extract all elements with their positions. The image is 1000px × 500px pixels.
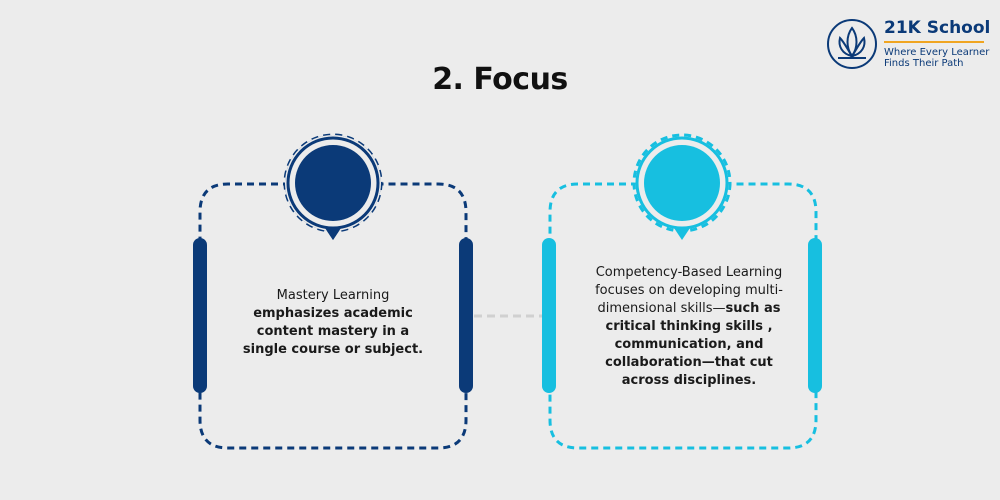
card-right-lead: Competency-Based Learning focuses on dev… — [595, 265, 783, 316]
card-right-bar-right — [808, 238, 822, 393]
card-left-frame — [193, 133, 473, 450]
brand-logo: 21K School Where Every Learner Finds The… — [826, 16, 996, 76]
card-right-emphasis: such as critical thinking skills , commu… — [605, 301, 781, 388]
page-title: 2. Focus — [432, 62, 568, 97]
card-right-icon-circle — [644, 145, 720, 221]
card-left-emphasis: emphasizes academic content mastery in a… — [242, 306, 424, 357]
card-left-bar-left — [193, 238, 207, 393]
brand-tagline: Where Every Learner Finds Their Path — [884, 47, 994, 69]
card-right-frame — [542, 133, 822, 450]
card-left-lead: Mastery Learning — [276, 288, 390, 303]
card-right-text: Competency-Based Learning focuses on dev… — [582, 264, 796, 390]
brand-underline — [884, 41, 984, 43]
lotus-icon — [827, 19, 877, 69]
card-left-bar-right — [459, 238, 473, 393]
brand-tagline-line1: Where Every Learner — [884, 47, 990, 58]
card-right-bar-left — [542, 238, 556, 393]
brand-name: 21K School — [884, 18, 991, 38]
card-left-icon-circle — [295, 145, 371, 221]
brand-tagline-line2: Finds Their Path — [884, 58, 964, 69]
card-left-text: Mastery Learning emphasizes academic con… — [242, 287, 424, 359]
